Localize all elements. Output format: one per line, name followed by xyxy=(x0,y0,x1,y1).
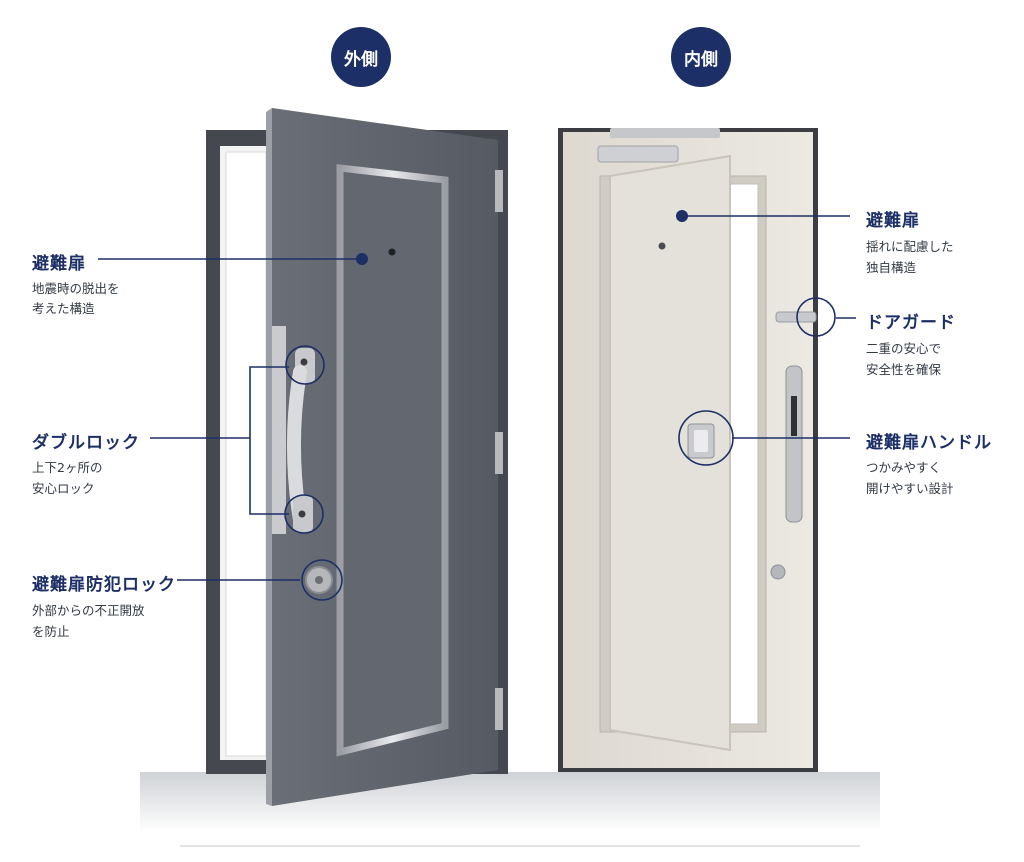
left-label-double-lock-desc-2: 安心ロック xyxy=(32,481,95,496)
left-label-double-lock-desc-1: 上下2ヶ所の xyxy=(32,460,103,475)
left-label-evac-door-title: 避難扉 xyxy=(32,254,86,274)
outside-door xyxy=(206,108,508,806)
left-evac-marker xyxy=(356,253,368,265)
right-label-evac-door-desc-2: 独自構造 xyxy=(866,260,917,275)
right-label-evac-door-desc-1: 揺れに配慮した xyxy=(866,239,954,254)
inside-evac-panel xyxy=(609,154,731,752)
inside-door xyxy=(558,128,818,772)
outside-evac-panel xyxy=(336,164,449,757)
right-label-evac-handle-desc-2: 開けやすい設計 xyxy=(866,481,954,496)
right-callouts xyxy=(678,215,856,466)
right-label-evac-handle-desc-1: つかみやすく xyxy=(866,460,942,475)
right-label-door-guard-desc-2: 安全性を確保 xyxy=(866,362,942,377)
inside-badge: 内側 xyxy=(671,27,731,87)
left-label-double-lock-title: ダブルロック xyxy=(32,433,140,453)
left-label-security-lock-title: 避難扉防犯ロック xyxy=(32,575,176,595)
right-label-door-guard-title: ドアガード xyxy=(866,313,956,333)
outside-badge-label: 外側 xyxy=(344,49,378,70)
right-floor-shadow xyxy=(520,772,880,832)
left-label-security-lock-desc-2: を防止 xyxy=(32,624,70,639)
right-evac-marker xyxy=(676,210,688,222)
right-label-evac-door-title: 避難扉 xyxy=(866,211,920,231)
inside-badge-label: 内側 xyxy=(684,49,718,70)
left-label-security-lock-desc-1: 外部からの不正開放 xyxy=(32,603,145,618)
outside-badge: 外側 xyxy=(331,27,391,87)
right-label-evac-handle-title: 避難扉ハンドル xyxy=(866,433,992,453)
left-callouts xyxy=(98,258,362,601)
right-label-door-guard-desc-1: 二重の安心で xyxy=(866,341,942,356)
left-label-evac-door-desc-2: 考えた構造 xyxy=(32,301,95,316)
outside-handle xyxy=(287,348,315,533)
left-label-evac-door-desc-1: 地震時の脱出を xyxy=(32,281,120,296)
